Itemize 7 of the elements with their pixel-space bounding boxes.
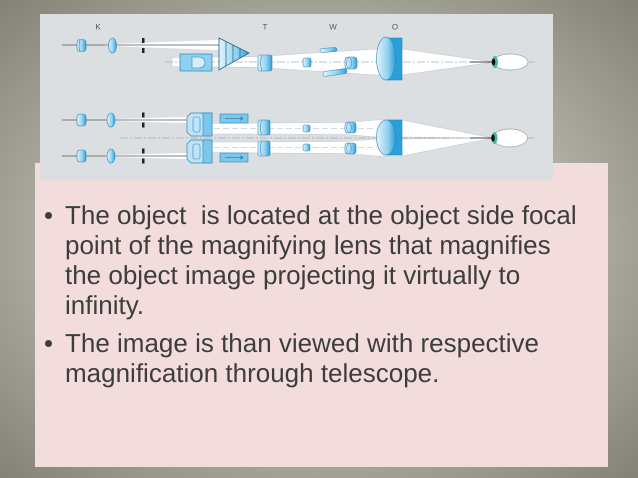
bullet-text: The object is located at the object side focal point of the magnifying lens that magnifies the object image projecting it virtually to infinity. — [65, 200, 578, 320]
bullet-text: The image is than viewed with respective magnification through telescope. — [65, 328, 540, 388]
text-panel — [35, 163, 608, 467]
part-label: O — [392, 22, 398, 32]
part-label: T — [262, 22, 268, 32]
part-label: K — [95, 22, 101, 32]
part-label: W — [329, 22, 337, 32]
